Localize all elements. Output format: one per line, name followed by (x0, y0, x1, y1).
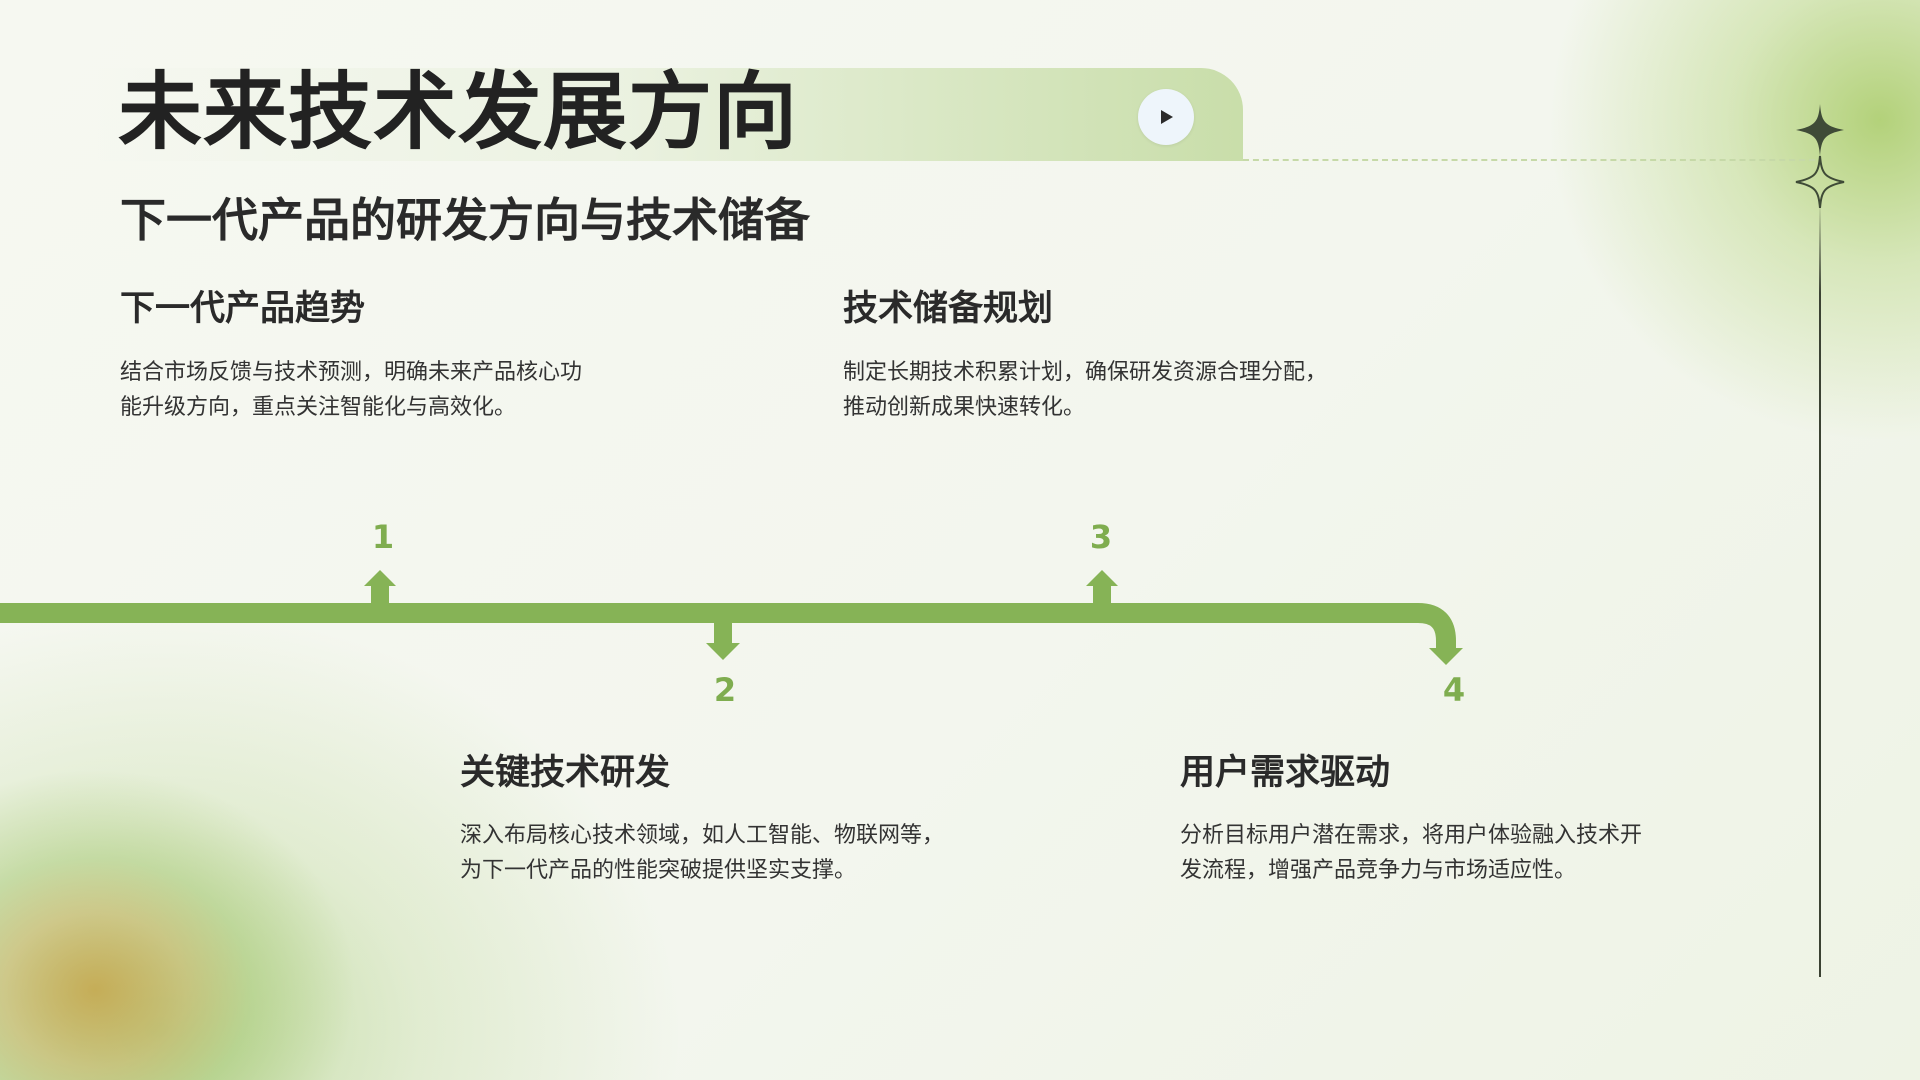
step-number-4: 4 (1442, 671, 1466, 709)
step-number-1: 1 (371, 518, 395, 556)
vertical-line (1819, 200, 1821, 977)
step-4-title: 用户需求驱动 (1180, 753, 1391, 793)
title-band (95, 68, 1243, 161)
step-number-3: 3 (1089, 518, 1113, 556)
step-2-title: 关键技术研发 (460, 753, 671, 793)
step-4-text: 分析目标用户潜在需求，将用户体验融入技术开 发流程，增强产品竞争力与市场适应性。 (1180, 823, 1643, 883)
step-3-title: 技术储备规划 (843, 289, 1054, 329)
step-2-text: 深入布局核心技术领域，如人工智能、物联网等， 为下一代产品的性能突破提供坚实支撑… (460, 823, 945, 883)
sparkle-icon (1795, 104, 1845, 208)
step-3-text: 制定长期技术积累计划，确保研发资源合理分配， 推动创新成果快速转化。 (843, 360, 1328, 420)
play-icon (1161, 110, 1173, 124)
step-1-text: 结合市场反馈与技术预测，明确未来产品核心功 能升级方向，重点关注智能化与高效化。 (120, 360, 583, 420)
step-1-title: 下一代产品趋势 (120, 289, 366, 329)
dashed-divider (1243, 159, 1815, 161)
page-title: 未来技术发展方向 (118, 63, 799, 161)
page-subtitle: 下一代产品的研发方向与技术储备 (120, 193, 810, 247)
play-button[interactable] (1138, 89, 1194, 145)
timeline-arrow (0, 570, 1463, 665)
step-number-2: 2 (713, 671, 737, 709)
